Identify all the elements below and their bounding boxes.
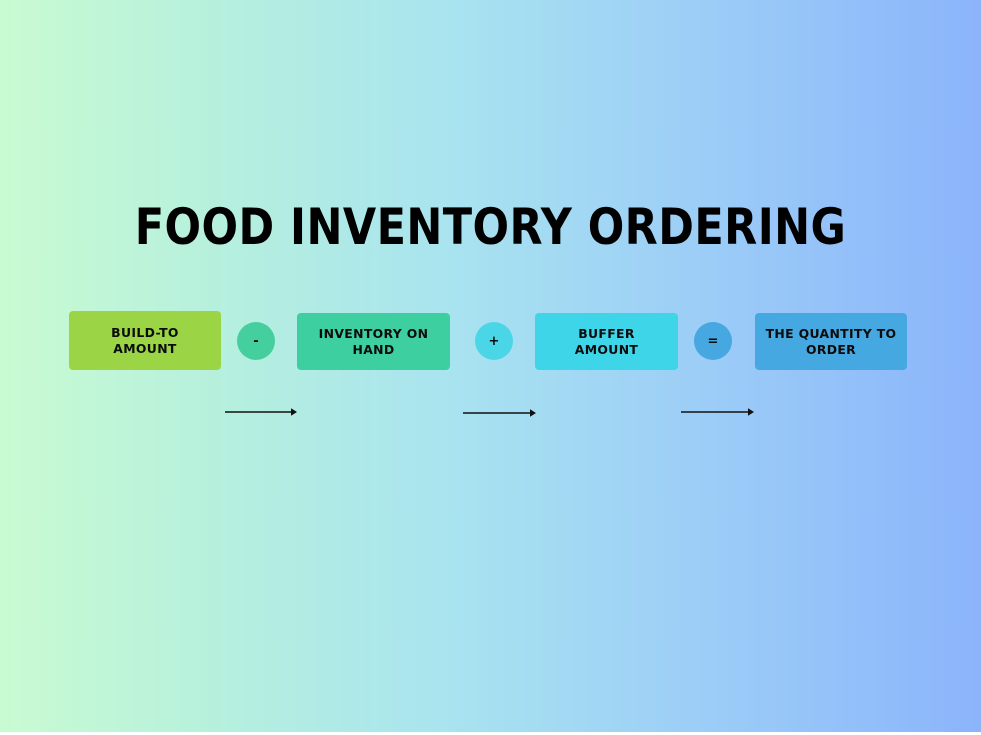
flow-step-label: INVENTORY ON HAND: [318, 325, 429, 357]
flow-step-inventory-on-hand[interactable]: INVENTORY ON HAND: [297, 313, 450, 370]
flow-step-label: BUFFER AMOUNT: [574, 325, 639, 357]
operator-equals-icon: =: [694, 322, 732, 360]
arrow-right-icon: [681, 405, 754, 419]
operator-plus-icon: +: [475, 322, 513, 360]
page-title: FOOD INVENTORY ORDERING: [134, 197, 847, 256]
arrow-right-icon: [463, 406, 536, 420]
flow-step-build-to-amount[interactable]: BUILD-TO AMOUNT: [69, 311, 221, 370]
flow-step-buffer-amount[interactable]: BUFFER AMOUNT: [535, 313, 678, 370]
flow-step-label: THE QUANTITY TO ORDER: [765, 325, 897, 357]
arrow-right-icon: [225, 405, 297, 419]
operator-symbol: -: [253, 333, 259, 349]
operator-symbol: +: [488, 333, 500, 349]
formula-flow-row: BUILD-TO AMOUNT INVENTORY ON HAND BUFFER…: [0, 311, 981, 373]
operator-symbol: =: [707, 333, 719, 349]
operator-minus-icon: -: [237, 322, 275, 360]
bottom-white-strip: [0, 732, 981, 735]
flow-step-label: BUILD-TO AMOUNT: [111, 324, 179, 356]
flow-step-quantity-to-order[interactable]: THE QUANTITY TO ORDER: [755, 313, 907, 370]
